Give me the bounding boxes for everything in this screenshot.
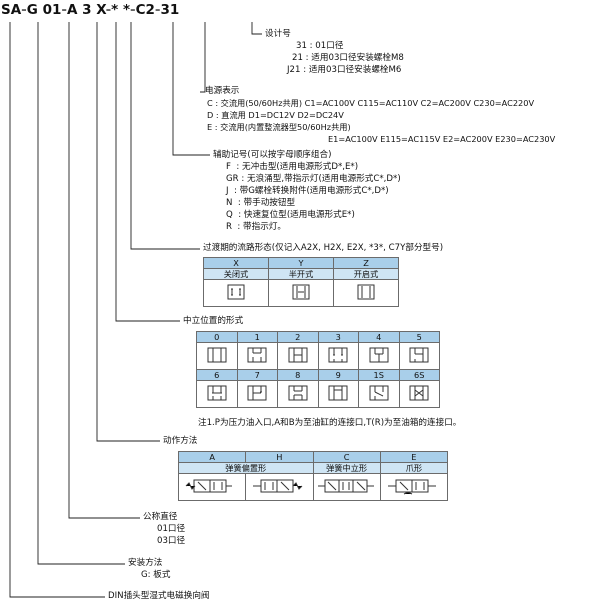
transition-label: 开启式 [333,268,399,280]
power-line: C : 交流用(50/60Hz共用) C1=AC100V C115=AC110V… [207,98,535,108]
aux-line: GR : 无浪涌型,带指示灯(适用电源形式C*,D*) [226,174,401,184]
code-g: G [26,2,38,18]
neutral-symbol-icon [317,380,359,408]
code-transition: X [96,2,106,18]
spring-center-symbol-icon [312,473,381,501]
neutral-symbol-icon [358,380,400,408]
neutral-header: 6 [196,369,238,381]
neutral-header: 2 [277,331,319,343]
neutral-header: 0 [196,331,238,343]
neutral-symbol-icon [277,342,319,370]
line-transition [130,22,200,250]
neutral-symbol-icon [196,380,238,408]
power-line: D : 直流用 D1=DC12V D2=DC24V [207,110,344,120]
line-design [251,22,262,35]
neutral-symbol-icon [317,342,359,370]
neutral-symbol-icon [196,342,238,370]
code-dash: - [130,2,136,18]
action-group: 弹簧偏置形 [178,462,314,474]
closed-symbol-icon [203,279,269,307]
neutral-symbol-icon [236,380,278,408]
neutral-note: 注1.P为压力油入口,A和B为至油缸的连接口,T(R)为至油箱的连接口。 [198,418,462,428]
line-action [96,22,160,442]
transition-title: 过渡期的流路形态(仅记入A2X, H2X, E2X, *3*, C7Y部分型号) [203,243,444,253]
transition-header: Y [268,257,334,269]
power-line: E : 交流用(内置整流器型50/60Hz共用) [207,122,351,132]
neutral-header: 1S [358,369,400,381]
code-sa: SA [1,2,22,18]
line-size [68,22,140,519]
action-header: A [177,451,247,463]
open-symbol-icon [333,279,399,307]
size-line: 01口径 [157,524,186,534]
neutral-title: 中立位置的形式 [183,316,244,326]
power-title: 电源表示 [205,86,240,96]
neutral-header: 1 [236,331,278,343]
transition-header: X [203,257,269,269]
aux-line: F : 无冲击型(适用电源形式D*,E*) [226,162,359,172]
neutral-header: 7 [236,369,278,381]
neutral-table: 0 1 2 3 4 5 6 7 8 9 1S 6S [196,331,440,408]
neutral-header: 6S [398,369,440,381]
spring-offset-h-symbol-icon [245,473,314,501]
code-aux2: * [122,2,130,18]
transition-table: X Y Z 关闭式 半开式 开启式 [203,257,399,307]
spring-offset-symbol-icon [177,473,247,501]
code-neutral: 3 [82,2,92,18]
aux-line: Q : 快速复位型(适用电源形式E*) [226,210,355,220]
code-action: A [66,2,78,18]
line-power [200,22,206,93]
neutral-header: 8 [277,369,319,381]
code-aux1: * [111,2,119,18]
transition-header: Z [333,257,399,269]
neutral-symbol-icon [398,380,440,408]
action-header: C [312,451,381,463]
mount-title: 安装方法 [128,558,163,568]
design-title: 设计号 [265,29,291,39]
neutral-header: 4 [358,331,400,343]
neutral-symbol-icon [236,342,278,370]
line-mount [37,22,125,565]
transition-label: 关闭式 [203,268,269,280]
code-dash: - [105,2,112,18]
neutral-symbol-icon [358,342,400,370]
line-neutral [115,22,180,322]
action-header: H [245,451,314,463]
code-size: 01 [42,2,62,18]
action-group: 爪形 [379,462,449,474]
action-header: E [379,451,449,463]
design-line: 21 : 适用03口径安装螺栓M8 [292,53,404,63]
design-line: J21 : 适用03口径安装螺栓M6 [287,65,402,75]
line-aux [172,22,210,156]
aux-line: J : 带G螺栓转换附件(适用电源形式C*,D*) [226,186,389,196]
transition-label: 半开式 [268,268,334,280]
aux-title: 辅助记号(可以按字母顺序组合) [213,150,332,160]
neutral-symbol-icon [398,342,440,370]
neutral-header: 5 [398,331,440,343]
action-group: 弹簧中立形 [312,462,381,474]
action-table: A H C E 弹簧偏置形 弹簧中立形 爪形 [177,451,449,501]
valve-title: DIN插头型湿式电磁换向阀 [108,591,210,601]
size-title: 公称直径 [143,512,178,522]
aux-line: N : 带手动按钮型 [226,198,296,208]
size-line: 03口径 [157,536,186,546]
power-line: E1=AC100V E115=AC115V E2=AC200V E230=AC2… [328,134,556,144]
code-design: 31 [160,2,180,18]
mount-line: G: 板式 [141,570,171,580]
action-title: 动作方法 [163,436,198,446]
line-valve [9,22,105,598]
detent-symbol-icon [379,473,449,501]
code-power: C2 [135,2,155,18]
code-dash: - [21,2,27,18]
aux-line: R : 带指示灯。 [226,222,287,232]
design-line: 31 : 01口径 [296,41,344,51]
model-code: SA-G 01-A 3 X-* *-C2-31 [1,2,179,18]
neutral-header: 9 [317,369,359,381]
code-dash: - [154,2,161,18]
neutral-symbol-icon [277,380,319,408]
code-dash: - [61,2,67,18]
neutral-header: 3 [317,331,359,343]
half-open-symbol-icon [268,279,334,307]
